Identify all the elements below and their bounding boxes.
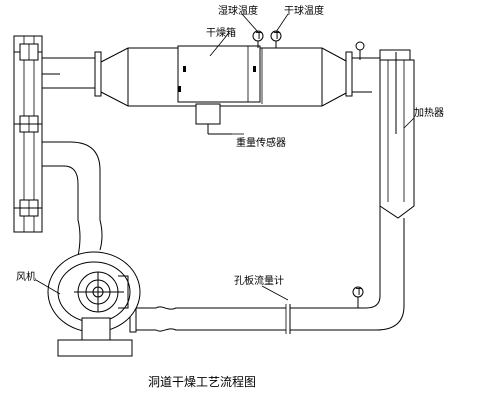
- return-thermometer: T: [352, 286, 364, 308]
- drying-chamber-label: 干燥箱: [206, 26, 236, 39]
- outlet-duct: [352, 49, 411, 226]
- dry-bulb-thermometer: T: [270, 30, 282, 48]
- diagram-caption: 洞道干燥工艺流程图: [148, 374, 256, 389]
- clamp-top: [14, 43, 42, 61]
- weight-sensor-label: 重量传感器: [236, 136, 286, 149]
- bottom-pipe: [129, 305, 286, 333]
- svg-text:T: T: [355, 287, 363, 298]
- drying-chamber: [177, 45, 263, 104]
- orifice-flowmeter: [285, 304, 291, 334]
- return-pipe: [290, 218, 405, 331]
- dry-bulb-label: 干球温度: [284, 4, 324, 17]
- flange-right: [345, 51, 353, 97]
- left-support-column: [13, 35, 43, 233]
- inlet-duct: [41, 57, 96, 112]
- wet-bulb-thermometer: T: [252, 30, 264, 48]
- flange-left: [94, 51, 102, 97]
- wet-bulb-label: 湿球温度: [218, 4, 258, 17]
- weight-sensor: [195, 103, 232, 135]
- fan-label: 风机: [16, 270, 36, 283]
- svg-text:T: T: [273, 31, 281, 42]
- clamp-middle: [14, 115, 42, 133]
- leader-lines: [35, 13, 415, 301]
- fan: [47, 251, 141, 357]
- svg-text:T: T: [255, 31, 263, 42]
- fan-inlet-duct: [42, 141, 103, 257]
- clamp-bottom: [14, 199, 42, 217]
- heater: [379, 52, 415, 219]
- heater-label: 加热器: [414, 106, 444, 119]
- orifice-flowmeter-label: 孔板流量计: [234, 274, 284, 287]
- outlet-thermometer: [355, 41, 365, 60]
